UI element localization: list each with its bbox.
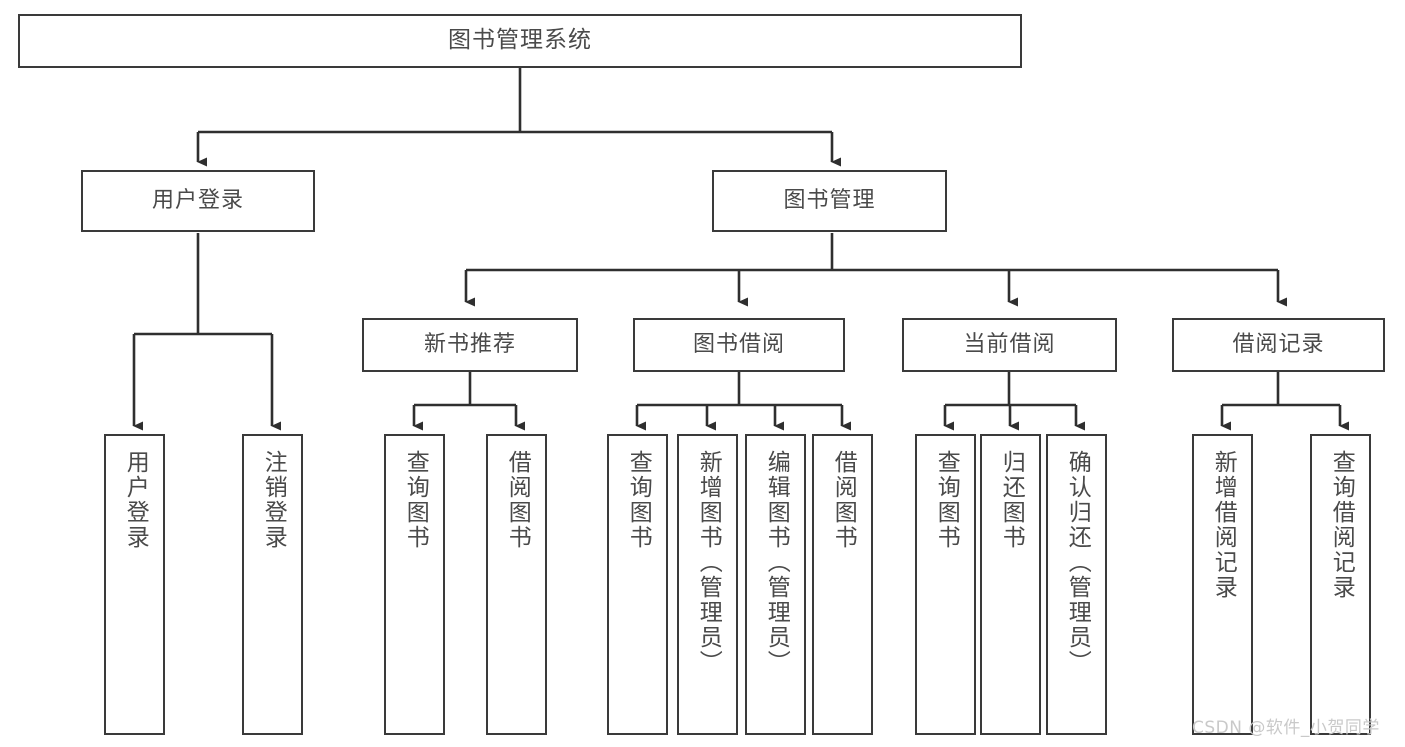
node-label: 查询图书 — [625, 450, 652, 550]
leaf-book-borrow-query-books[interactable]: 查询图书 — [607, 434, 668, 735]
node-label: 查询借阅记录 — [1328, 450, 1355, 600]
node-label: 新书推荐 — [423, 331, 516, 357]
node-label: 查询图书 — [933, 450, 960, 550]
node-label: 借阅图书 — [830, 450, 857, 550]
leaf-borrow-record-query-record[interactable]: 查询借阅记录 — [1310, 434, 1371, 735]
node-current-borrowing[interactable]: 当前借阅 — [902, 318, 1117, 372]
node-user-login[interactable]: 用户登录 — [81, 170, 315, 232]
node-borrow-records[interactable]: 借阅记录 — [1172, 318, 1385, 372]
node-label: 借阅记录 — [1232, 331, 1325, 357]
leaf-user-login-login[interactable]: 用户登录 — [104, 434, 165, 735]
node-label: 新增图书（管理员） — [695, 450, 722, 675]
leaf-current-borrow-query-books[interactable]: 查询图书 — [915, 434, 976, 735]
leaf-book-borrow-add-book-admin[interactable]: 新增图书（管理员） — [677, 434, 738, 735]
node-label: 图书管理系统 — [448, 27, 592, 54]
node-label: 用户登录 — [122, 450, 149, 550]
node-book-borrowing[interactable]: 图书借阅 — [633, 318, 845, 372]
node-label: 归还图书 — [998, 450, 1025, 550]
leaf-book-borrow-borrow-books[interactable]: 借阅图书 — [812, 434, 873, 735]
leaf-book-borrow-edit-book-admin[interactable]: 编辑图书（管理员） — [745, 434, 806, 735]
node-new-book-recommendation[interactable]: 新书推荐 — [362, 318, 578, 372]
node-label: 用户登录 — [151, 187, 244, 213]
leaf-user-login-logout[interactable]: 注销登录 — [242, 434, 303, 735]
node-label: 新增借阅记录 — [1210, 450, 1237, 600]
leaf-new-book-borrow-books[interactable]: 借阅图书 — [486, 434, 547, 735]
node-label: 查询图书 — [402, 450, 429, 550]
leaf-current-borrow-return-books[interactable]: 归还图书 — [980, 434, 1041, 735]
node-root-book-management-system[interactable]: 图书管理系统 — [18, 14, 1022, 68]
node-label: 注销登录 — [260, 450, 287, 550]
node-label: 编辑图书（管理员） — [763, 450, 790, 675]
node-label: 借阅图书 — [504, 450, 531, 550]
node-label: 图书借阅 — [692, 331, 785, 357]
node-book-management[interactable]: 图书管理 — [712, 170, 947, 232]
leaf-borrow-record-add-record[interactable]: 新增借阅记录 — [1192, 434, 1253, 735]
node-label: 确认归还（管理员） — [1064, 450, 1091, 675]
leaf-new-book-query-books[interactable]: 查询图书 — [384, 434, 445, 735]
leaf-current-borrow-confirm-return-admin[interactable]: 确认归还（管理员） — [1046, 434, 1107, 735]
csdn-watermark: CSDN @软件_小贺同学 — [1192, 718, 1380, 738]
node-label: 图书管理 — [783, 187, 876, 213]
node-label: 当前借阅 — [963, 331, 1056, 357]
